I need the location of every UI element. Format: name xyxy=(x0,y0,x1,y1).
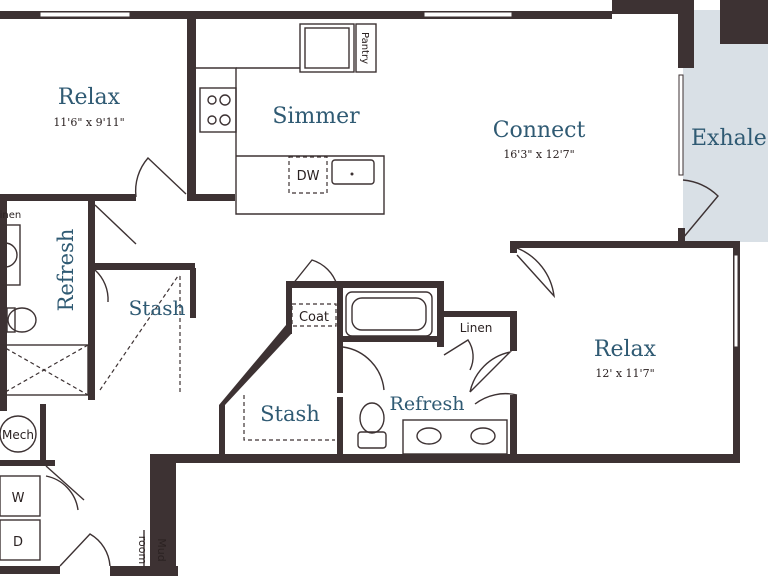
room-washer: W xyxy=(12,491,25,506)
room-simmer: Simmer xyxy=(272,104,360,129)
room-linen-left: Linen xyxy=(0,210,21,221)
room-mudroom-bottom: room xyxy=(136,536,149,564)
door-swings xyxy=(45,156,719,567)
room-mech: Mech xyxy=(2,428,34,442)
room-stash-left: Stash xyxy=(129,296,186,320)
room-mudroom-top: Mud xyxy=(155,538,168,561)
room-exhale: Exhale xyxy=(691,126,767,151)
room-connect-dims: 16'3" x 12'7" xyxy=(503,148,574,161)
room-coat: Coat xyxy=(299,310,329,325)
room-refresh-left: Refresh xyxy=(54,229,78,312)
fixture-pantry: Pantry xyxy=(359,32,370,64)
room-relax-left-dims: 11'6" x 9'11" xyxy=(53,116,124,129)
room-relax-right-dims: 12' x 11'7" xyxy=(595,367,654,380)
room-dryer: D xyxy=(13,535,23,550)
fixtures xyxy=(0,224,508,569)
room-stash-center: Stash xyxy=(260,402,320,426)
room-linen-right: Linen xyxy=(460,321,493,335)
kitchen-counters xyxy=(196,23,385,215)
fixture-dishwasher: DW xyxy=(297,169,320,184)
windows xyxy=(39,11,739,348)
patio-area xyxy=(683,10,768,242)
room-relax-right: Relax xyxy=(594,337,657,362)
room-relax-left: Relax xyxy=(58,85,121,110)
room-refresh-center: Refresh xyxy=(390,393,465,415)
room-connect: Connect xyxy=(493,118,586,143)
